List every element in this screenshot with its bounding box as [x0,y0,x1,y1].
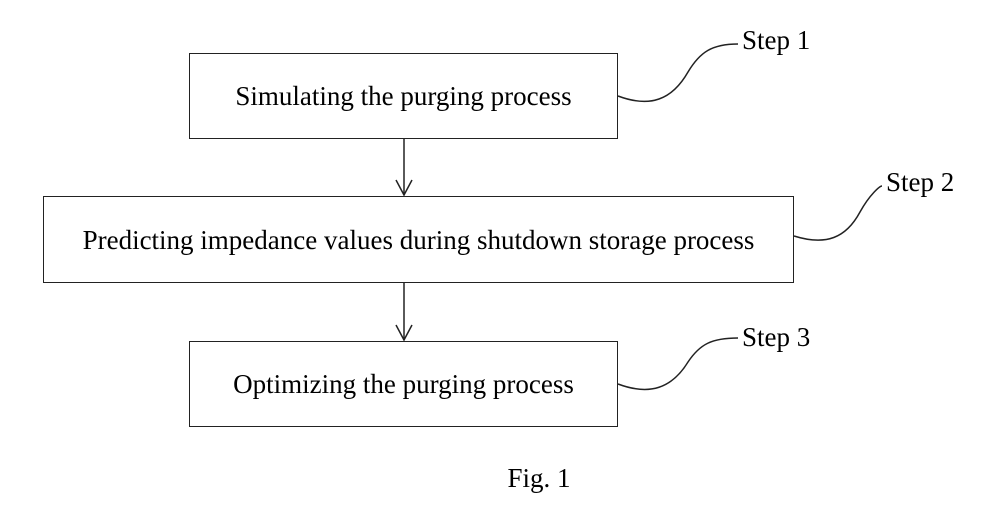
step3-box-text: Optimizing the purging process [233,366,574,402]
figure-caption: Fig. 1 [0,462,1000,494]
step1-box: Simulating the purging process [189,53,618,139]
step1-label: Step 1 [742,25,810,55]
arrow-step2-to-step3 [396,283,412,340]
step2-label: Step 2 [886,167,954,197]
step2-box-text: Predicting impedance values during shutd… [83,222,755,258]
step3-box: Optimizing the purging process [189,341,618,427]
step2-box: Predicting impedance values during shutd… [43,196,794,283]
leader-line-step1 [618,44,738,101]
leader-line-step2 [794,186,882,240]
step3-label: Step 3 [742,322,810,352]
step1-box-text: Simulating the purging process [235,78,571,114]
leader-line-step3 [618,338,738,389]
arrow-step1-to-step2 [396,139,412,195]
